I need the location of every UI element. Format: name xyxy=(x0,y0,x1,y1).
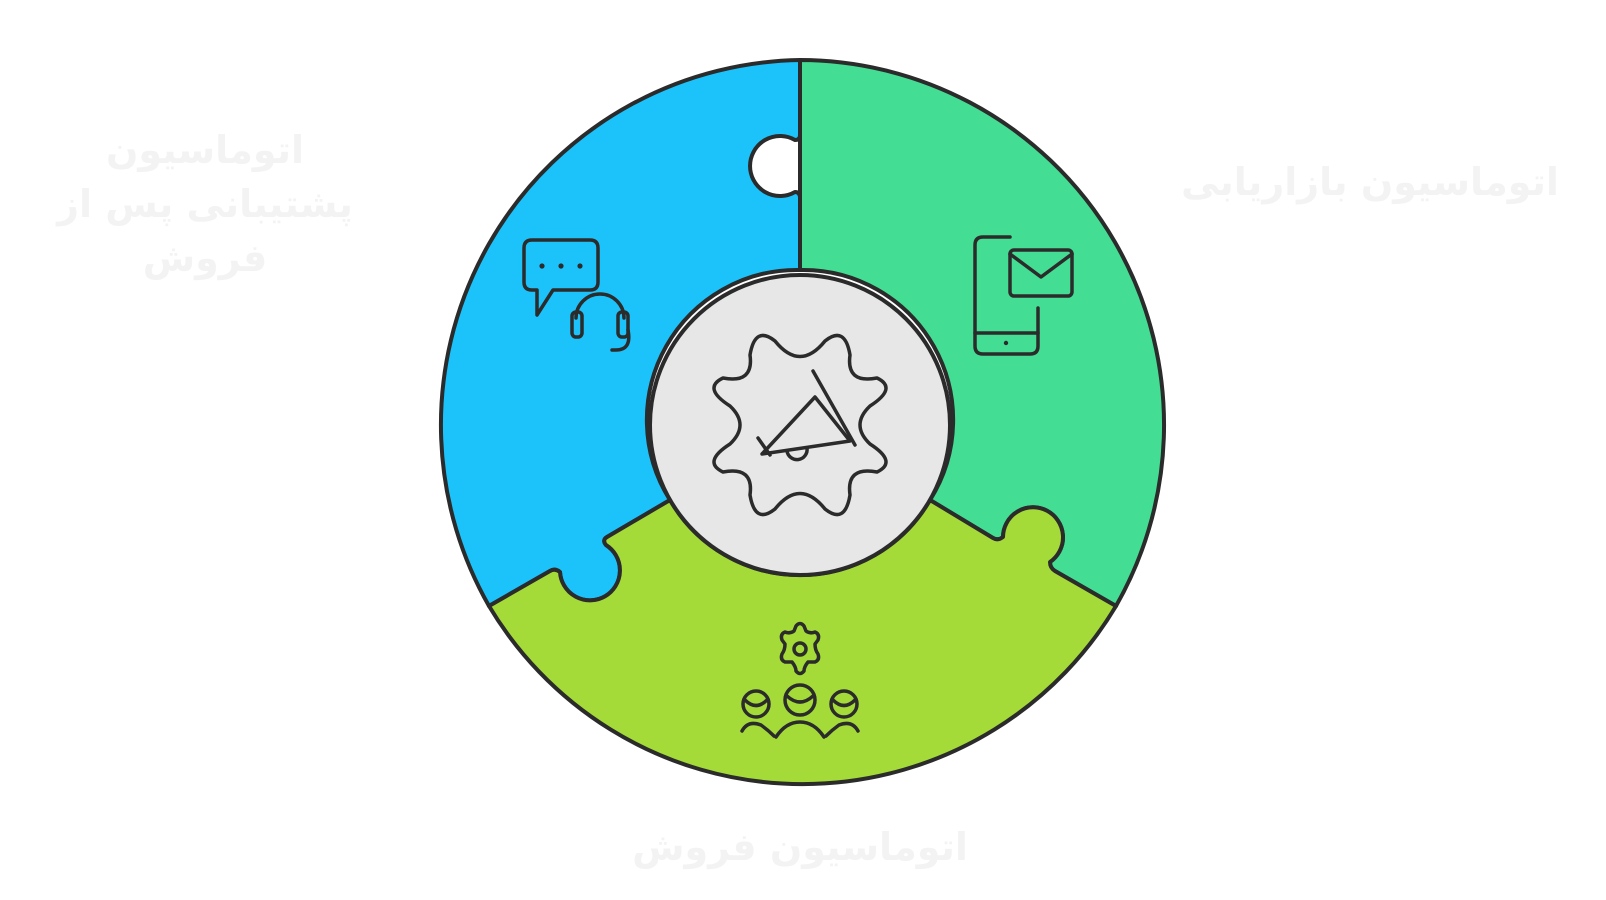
support-automation-label: اتوماسیون پشتیبانی پس از فروش xyxy=(57,128,353,280)
marketing-automation-label: اتوماسیون بازاریابی xyxy=(1181,160,1559,204)
gear-megaphone-icon xyxy=(712,333,888,517)
team-gear-icon xyxy=(740,621,860,739)
sales-automation-label: اتوماسیون فروش xyxy=(632,825,968,869)
mobile-email-icon xyxy=(973,235,1074,356)
chat-headset-icon xyxy=(522,238,631,352)
center-circle xyxy=(648,273,952,577)
